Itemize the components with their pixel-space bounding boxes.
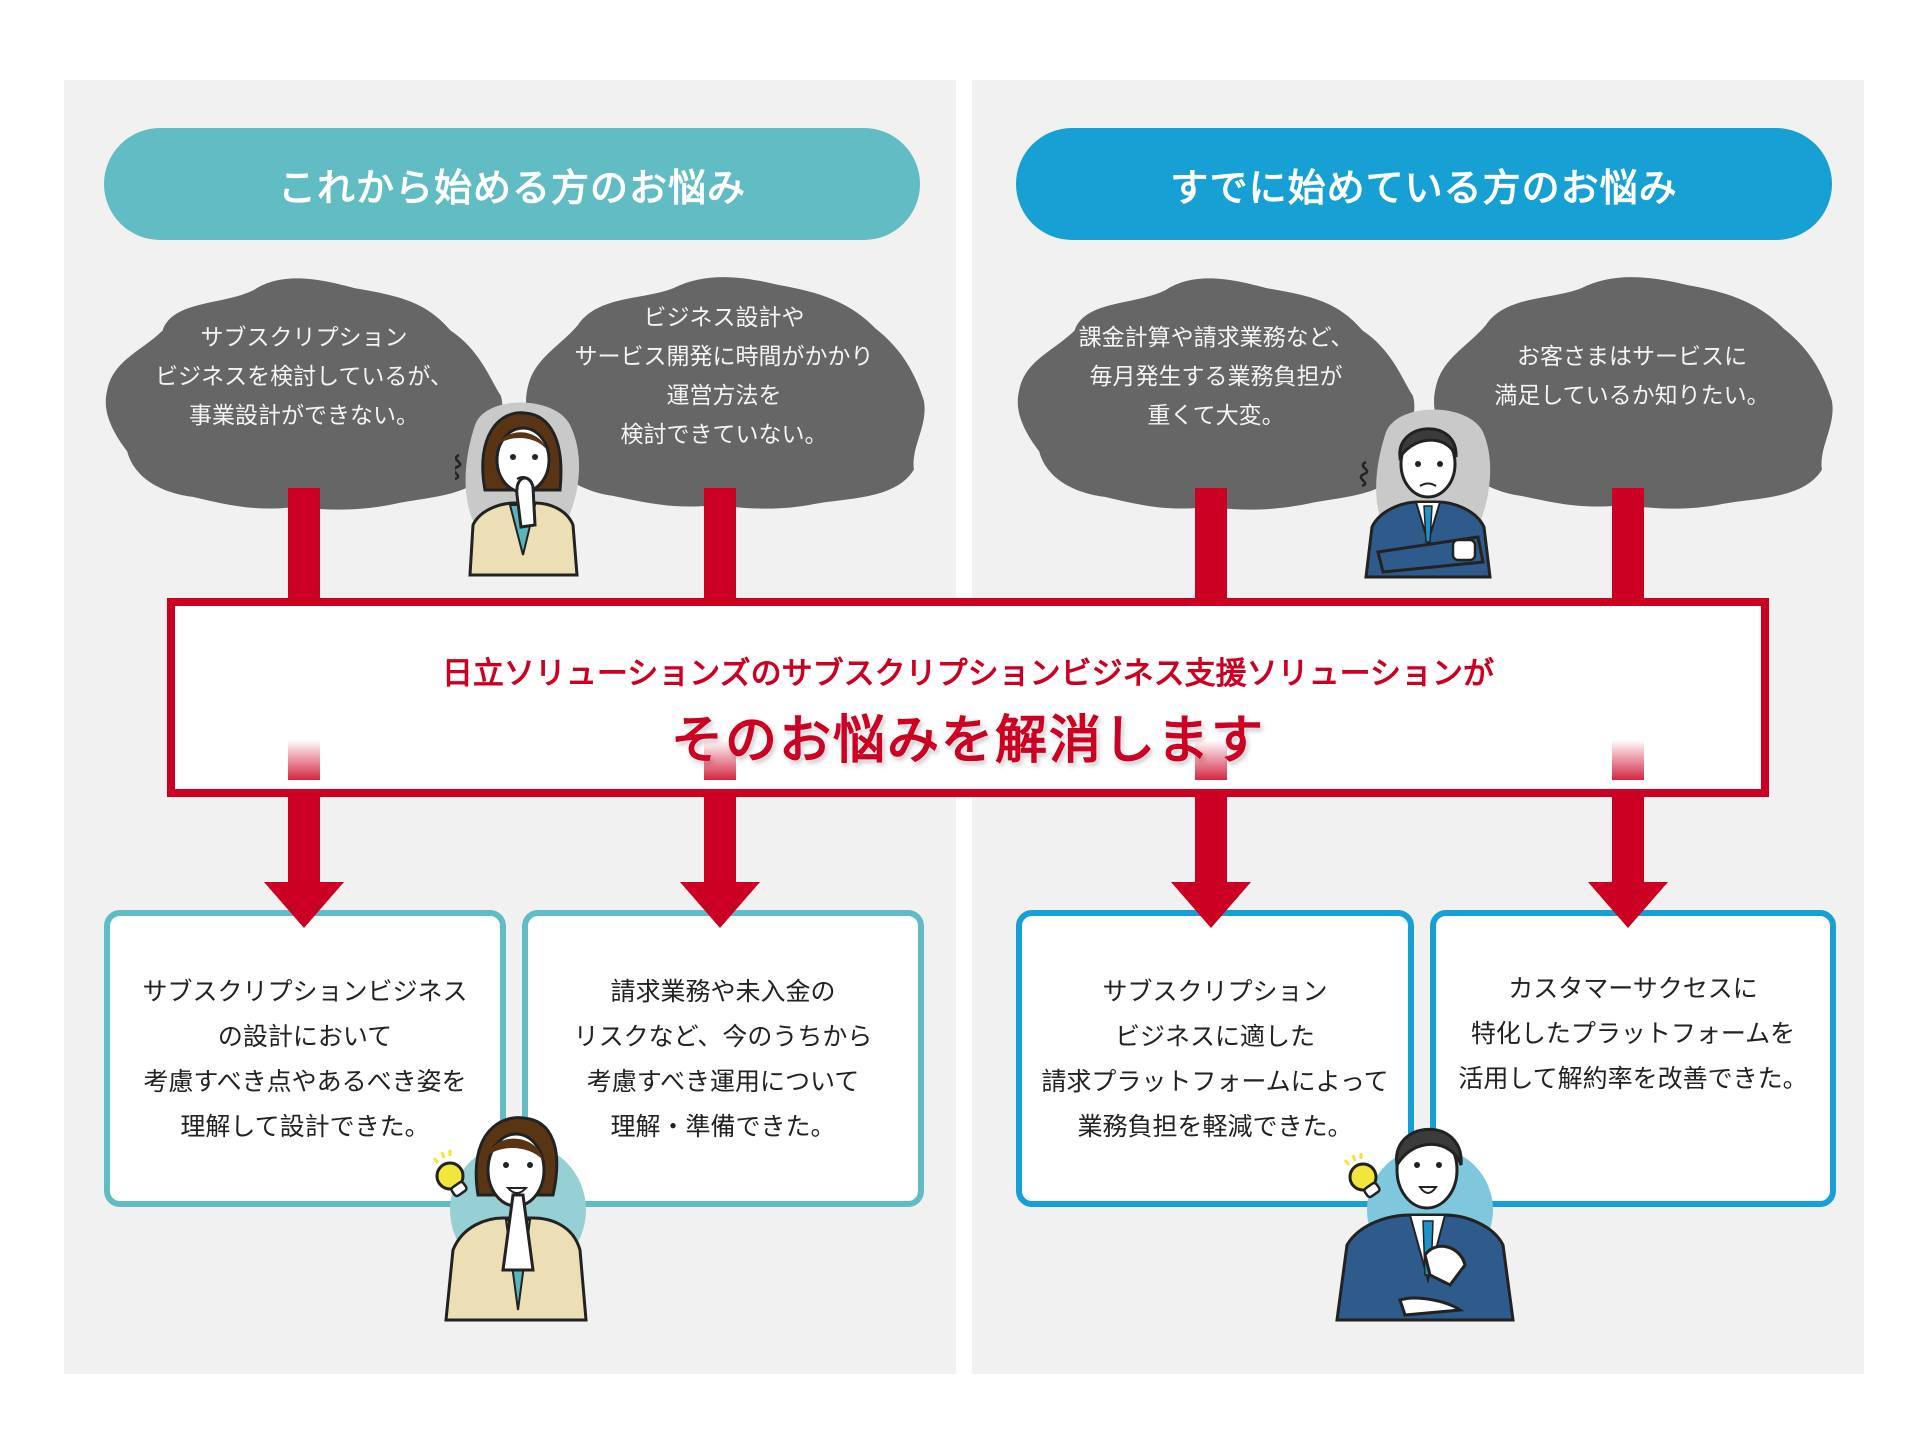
concern-text: ビジネス設計や サービス開発に時間がかかり 運営方法を 検討できていない。 <box>522 270 926 512</box>
arrow-shaft <box>1612 488 1644 606</box>
result-line: リスクなど、今のうちから <box>573 1021 873 1051</box>
concern-line: 運営方法を <box>666 383 782 409</box>
concern-line: 事業設計ができない。 <box>189 402 419 429</box>
concern-cloud: 課金計算や請求業務など、 毎月発生する業務負担が 重くて大変。 <box>1014 270 1418 512</box>
down-arrow-icon <box>1171 882 1251 928</box>
concern-line: お客さまはサービスに <box>1517 344 1747 370</box>
arrow-fade <box>704 740 736 780</box>
arrow-fade <box>288 740 320 780</box>
result-line: 請求プラットフォームによって <box>1041 1066 1389 1096</box>
result-line: ビジネスに適した <box>1114 1021 1315 1051</box>
lightbulb-icon <box>1343 1153 1381 1199</box>
lightbulb-icon <box>432 1150 468 1198</box>
concern-line: サブスクリプション <box>200 324 408 351</box>
concern-text: 課金計算や請求業務など、 毎月発生する業務負担が 重くて大変。 <box>1014 270 1418 512</box>
result-line: 業務負担を軽減できた。 <box>1077 1111 1353 1141</box>
concern-line: ビジネスを検討しているが、 <box>155 363 453 390</box>
header-pill-existing-label: すでに始めている方のお悩み <box>1170 165 1678 210</box>
header-pill-beginners: これから始める方のお悩み <box>104 128 920 240</box>
result-box: サブスクリプション ビジネスに適した 請求プラットフォームによって 業務負担を軽… <box>1016 910 1414 1207</box>
result-line: 特化したプラットフォームを <box>1470 1019 1796 1048</box>
result-line: 活用して解約率を改善できた。 <box>1458 1064 1808 1093</box>
result-box: サブスクリプションビジネス の設計において 考慮すべき点やあるべき姿を 理解して… <box>104 910 506 1207</box>
worried-man-illustration <box>1358 402 1498 582</box>
result-line: サブスクリプション <box>1102 976 1328 1006</box>
arrow-fade <box>1195 740 1227 780</box>
arrow-fade <box>1612 740 1644 780</box>
solution-box: 日立ソリューションズのサブスクリプションビジネス支援ソリューションが そのお悩み… <box>167 598 1769 797</box>
header-pill-existing: すでに始めている方のお悩み <box>1016 128 1832 240</box>
concern-line: 満足しているか知りたい。 <box>1494 383 1770 409</box>
result-line: の設計において <box>217 1021 393 1051</box>
result-line: 理解・準備できた。 <box>610 1111 836 1141</box>
result-box: カスタマーサクセスに 特化したプラットフォームを 活用して解約率を改善できた。 <box>1430 910 1836 1207</box>
down-arrow-icon <box>680 882 760 928</box>
solution-subtitle: 日立ソリューションズのサブスクリプションビジネス支援ソリューションが <box>441 656 1495 692</box>
down-arrow-icon <box>264 882 344 928</box>
result-line: カスタマーサクセスに <box>1508 974 1758 1003</box>
concern-line: ビジネス設計や <box>643 305 805 331</box>
concern-text: サブスクリプション ビジネスを検討しているが、 事業設計ができない。 <box>102 270 506 512</box>
concern-line: 検討できていない。 <box>620 422 828 448</box>
happy-woman-illustration <box>428 1110 598 1335</box>
arrow-shaft <box>1195 790 1227 886</box>
worried-woman-illustration <box>452 395 585 580</box>
cloud-shape <box>526 277 925 509</box>
concern-line: サービス開発に時間がかかり <box>574 344 874 370</box>
happy-man-illustration <box>1325 1115 1525 1335</box>
concern-cloud: ビジネス設計や サービス開発に時間がかかり 運営方法を 検討できていない。 <box>522 270 926 512</box>
concern-cloud: サブスクリプション ビジネスを検討しているが、 事業設計ができない。 <box>102 270 506 512</box>
result-line: 請求業務や未入金の <box>610 976 836 1006</box>
result-line: 理解して設計できた。 <box>180 1111 430 1141</box>
arrow-shaft <box>288 790 320 886</box>
solution-title: そのお悩みを解消します <box>670 711 1265 771</box>
cloud-shape <box>1434 277 1833 509</box>
concern-line: 毎月発生する業務負担が <box>1089 363 1343 390</box>
concern-line: 重くて大変。 <box>1147 402 1285 429</box>
arrow-shaft <box>704 790 736 886</box>
concern-cloud: お客さまはサービスに 満足しているか知りたい。 <box>1430 270 1834 512</box>
concern-text: お客さまはサービスに 満足しているか知りたい。 <box>1430 270 1834 512</box>
result-line: 考慮すべき点やあるべき姿を <box>143 1066 467 1096</box>
arrow-shaft <box>1612 790 1644 886</box>
result-line: 考慮すべき運用について <box>586 1066 860 1096</box>
cloud-shape <box>105 278 503 510</box>
header-pill-beginners-label: これから始める方のお悩み <box>277 165 746 210</box>
concern-line: 課金計算や請求業務など、 <box>1078 324 1354 351</box>
result-box: 請求業務や未入金の リスクなど、今のうちから 考慮すべき運用について 理解・準備… <box>522 910 924 1207</box>
arrow-shaft <box>1195 488 1227 606</box>
down-arrow-icon <box>1588 882 1668 928</box>
cloud-shape <box>1017 278 1415 510</box>
arrow-shaft <box>288 488 320 606</box>
arrow-shaft <box>704 488 736 606</box>
result-line: サブスクリプションビジネス <box>142 976 468 1006</box>
